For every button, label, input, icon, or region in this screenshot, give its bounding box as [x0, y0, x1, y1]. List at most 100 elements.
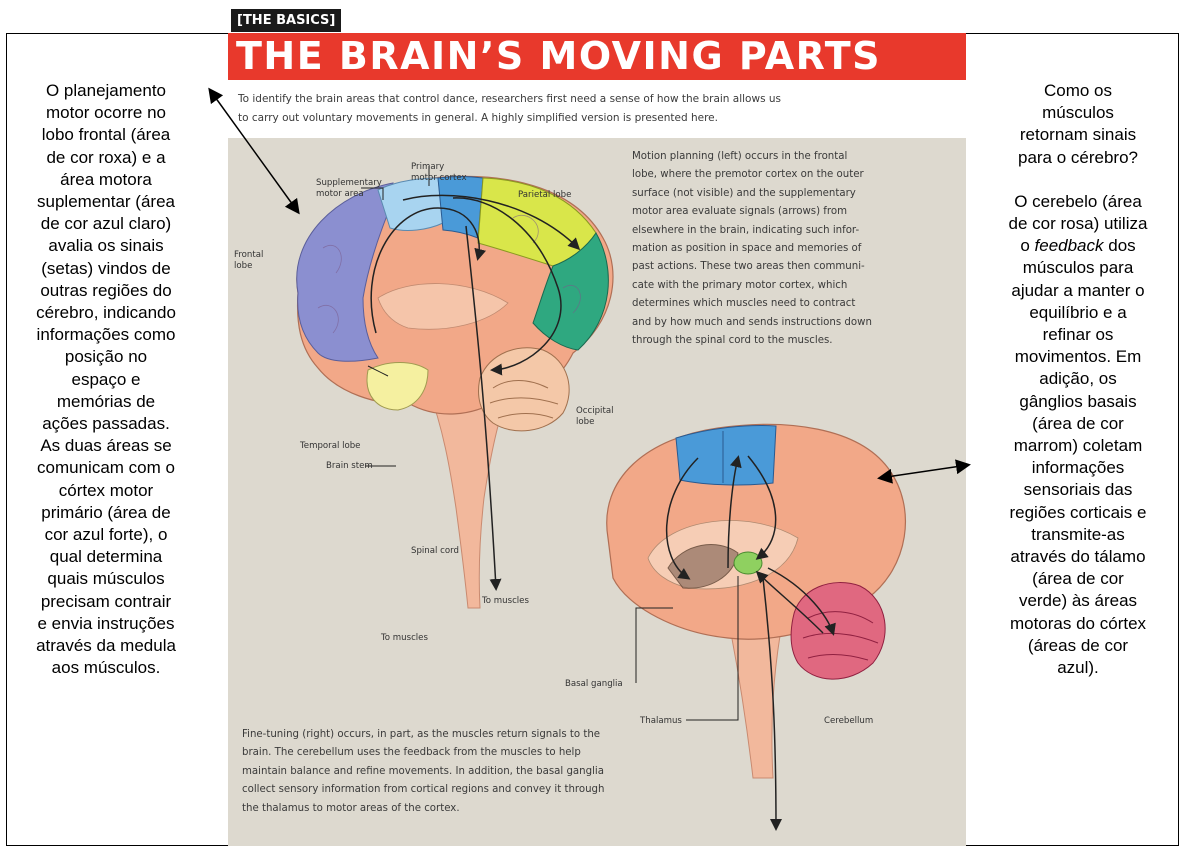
motion-planning-text: Motion planning (left) occurs in the fro… — [632, 148, 962, 350]
left-note-line: avalia os sinais — [8, 235, 204, 257]
right-answer-line: O cerebelo (área — [978, 191, 1178, 213]
left-note-line: primário (área de — [8, 502, 204, 524]
left-note-line: motor ocorre no — [8, 102, 204, 124]
left-note-line: (setas) vindos de — [8, 258, 204, 280]
primary-motor-shape — [438, 177, 483, 239]
intro-line: to carry out voluntary movements in gene… — [238, 109, 956, 128]
left-note-line: memórias de — [8, 391, 204, 413]
intro-line: To identify the brain areas that control… — [238, 90, 956, 109]
right-answer-line: músculos para — [978, 257, 1178, 279]
right-answer-line: verde) às áreas — [978, 590, 1178, 612]
figure-intro: To identify the brain areas that control… — [228, 82, 966, 138]
motion-text-line: cate with the primary motor cortex, whic… — [632, 277, 962, 295]
left-note-line: posição no — [8, 346, 204, 368]
label-parietal: Parietal lobe — [518, 190, 571, 201]
finetune-text-line: the thalamus to motor areas of the corte… — [242, 800, 742, 818]
right-answer-line: sensoriais das — [978, 479, 1178, 501]
label-supplementary: Supplementarymotor area — [316, 178, 382, 199]
left-note-line: lobo frontal (área — [8, 124, 204, 146]
motion-text-line: through the spinal cord to the muscles. — [632, 332, 962, 350]
left-note-line: ações passadas. — [8, 413, 204, 435]
right-answer-line: (áreas de cor — [978, 635, 1178, 657]
label-cerebellum: Cerebellum — [824, 716, 873, 727]
label-occipital: Occipitallobe — [576, 406, 613, 427]
left-note-line: outras regiões do — [8, 280, 204, 302]
right-answer: O cerebelo (áreade cor rosa) utilizao fe… — [978, 191, 1178, 679]
right-answer-line: transmite-as — [978, 524, 1178, 546]
left-note-line: espaço e — [8, 369, 204, 391]
motion-text-line: lobe, where the premotor cortex on the o… — [632, 166, 962, 184]
right-answer-line: regiões corticais e — [978, 502, 1178, 524]
finetune-text-line: maintain balance and refine movements. I… — [242, 763, 742, 781]
motion-text-line: mation as position in space and memories… — [632, 240, 962, 258]
left-note-line: de cor roxa) e a — [8, 147, 204, 169]
right-answer-line: gânglios basais — [978, 391, 1178, 413]
label-spinal: Spinal cord — [411, 546, 459, 557]
motion-text-line: determines which muscles need to contrac… — [632, 295, 962, 313]
right-answer-line: de cor rosa) utiliza — [978, 213, 1178, 235]
right-answer-line: equilíbrio e a — [978, 302, 1178, 324]
left-note-line: informações como — [8, 324, 204, 346]
label-frontal: Frontallobe — [234, 250, 263, 271]
thalamus-shape — [734, 552, 762, 574]
left-note-line: As duas áreas se — [8, 435, 204, 457]
motion-text-line: motor area evaluate signals (arrows) fro… — [632, 203, 962, 221]
label-primary: Primarymotor cortex — [411, 162, 467, 183]
left-note-line: córtex motor — [8, 480, 204, 502]
right-answer-line: adição, os — [978, 368, 1178, 390]
left-note-line: cor azul forte), o — [8, 524, 204, 546]
right-answer-line: marrom) coletam — [978, 435, 1178, 457]
left-note-line: e envia instruções — [8, 613, 204, 635]
right-answer-fragment: o — [1020, 236, 1034, 255]
motion-text-line: elsewhere in the brain, indicating such … — [632, 222, 962, 240]
fine-tuning-text: Fine-tuning (right) occurs, in part, as … — [242, 726, 742, 818]
right-question-line: para o cérebro? — [978, 147, 1178, 169]
right-answer-line: refinar os — [978, 324, 1178, 346]
right-answer-line: ajudar a manter o — [978, 280, 1178, 302]
motion-text-line: past actions. These two areas then commu… — [632, 258, 962, 276]
label-brainstem: Brain stem — [326, 461, 373, 472]
basics-tag: [THE BASICS] — [231, 9, 341, 32]
right-answer-line: o feedback dos — [978, 235, 1178, 257]
right-answer-line: através do tálamo — [978, 546, 1178, 568]
right-answer-line: (área de cor — [978, 568, 1178, 590]
finetune-text-line: collect sensory information from cortica… — [242, 781, 742, 799]
right-answer-line: motoras do córtex — [978, 613, 1178, 635]
right-motor-areas-shape — [676, 426, 776, 485]
label-basal: Basal ganglia — [565, 679, 623, 690]
right-answer-line: movimentos. Em — [978, 346, 1178, 368]
right-question-line: músculos — [978, 102, 1178, 124]
cerebellum-shape — [791, 583, 885, 680]
right-answer-line: azul). — [978, 657, 1178, 679]
right-answer-italic: feedback — [1035, 236, 1104, 255]
left-note-line: área motora — [8, 169, 204, 191]
left-note-line: comunicam com o — [8, 457, 204, 479]
label-temporal: Temporal lobe — [300, 441, 360, 452]
left-brain — [297, 166, 613, 608]
right-answer-fragment: dos — [1104, 236, 1136, 255]
motion-text-line: Motion planning (left) occurs in the fro… — [632, 148, 962, 166]
right-question: Como osmúsculosretornam sinaispara o cér… — [978, 80, 1178, 169]
left-note-line: através da medula — [8, 635, 204, 657]
left-note-line: O planejamento — [8, 80, 204, 102]
motion-text-line: surface (not visible) and the supplement… — [632, 185, 962, 203]
label-thalamus: Thalamus — [640, 716, 682, 727]
left-note-line: qual determina — [8, 546, 204, 568]
right-answer-line: informações — [978, 457, 1178, 479]
left-note-line: aos músculos. — [8, 657, 204, 679]
left-note-line: cérebro, indicando — [8, 302, 204, 324]
right-answer-line: (área de cor — [978, 413, 1178, 435]
label-to-muscles-2: To muscles — [381, 633, 428, 644]
diagram-panel: Supplementarymotor area Primarymotor cor… — [228, 138, 966, 846]
left-note-line: quais músculos — [8, 568, 204, 590]
right-question-line: retornam sinais — [978, 124, 1178, 146]
right-annotation: Como osmúsculosretornam sinaispara o cér… — [978, 80, 1178, 679]
figure-title: THE BRAIN’S MOVING PARTS — [228, 33, 966, 80]
left-note-line: suplementar (área — [8, 191, 204, 213]
right-question-line: Como os — [978, 80, 1178, 102]
left-annotation: O planejamentomotor ocorre nolobo fronta… — [8, 80, 204, 679]
label-to-muscles-1: To muscles — [482, 596, 529, 607]
finetune-text-line: Fine-tuning (right) occurs, in part, as … — [242, 726, 742, 744]
left-note-line: precisam contrair — [8, 591, 204, 613]
left-note-line: de cor azul claro) — [8, 213, 204, 235]
